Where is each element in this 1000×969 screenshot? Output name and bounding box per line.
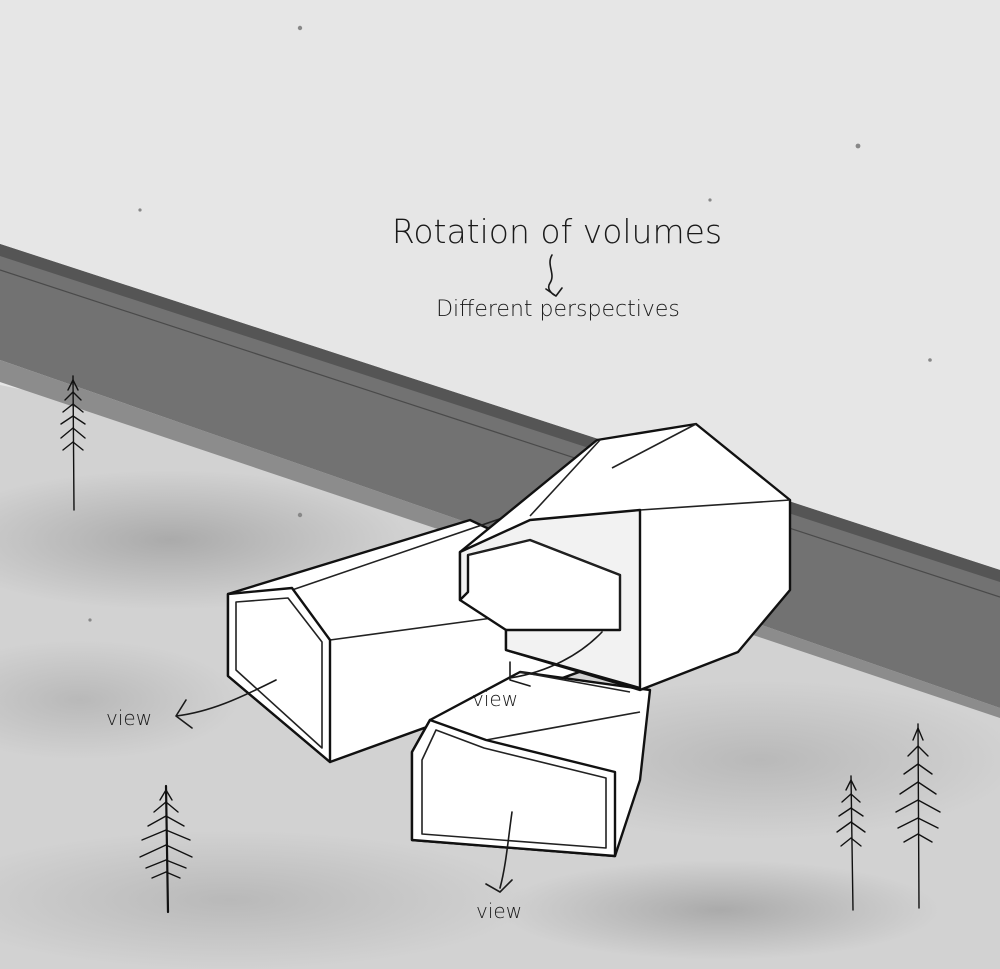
- ground-shadow: [500, 860, 940, 960]
- view-label-center: view: [472, 687, 518, 711]
- volume-upper: [458, 422, 792, 692]
- tree-far-left: [60, 375, 86, 511]
- paper-speckles: [88, 25, 932, 622]
- view-label-left: view: [106, 706, 152, 730]
- tree-right-tall: [895, 723, 941, 909]
- road-line: [0, 269, 1000, 598]
- volume-front: [410, 670, 652, 858]
- ground-shadow: [0, 640, 240, 760]
- diagram-subtitle: Different perspectives: [436, 297, 680, 322]
- tree-right-small: [836, 775, 866, 911]
- diagram-title: Rotation of volumes: [392, 212, 722, 251]
- tree-bottom-left: [139, 784, 193, 914]
- view-arrow-left: [175, 679, 277, 729]
- connector-arrow: [545, 254, 563, 297]
- ground-shadow: [0, 830, 530, 969]
- view-arrow-center: [509, 631, 603, 687]
- view-label-bottom: view: [476, 899, 522, 923]
- view-arrow-bottom: [485, 811, 513, 893]
